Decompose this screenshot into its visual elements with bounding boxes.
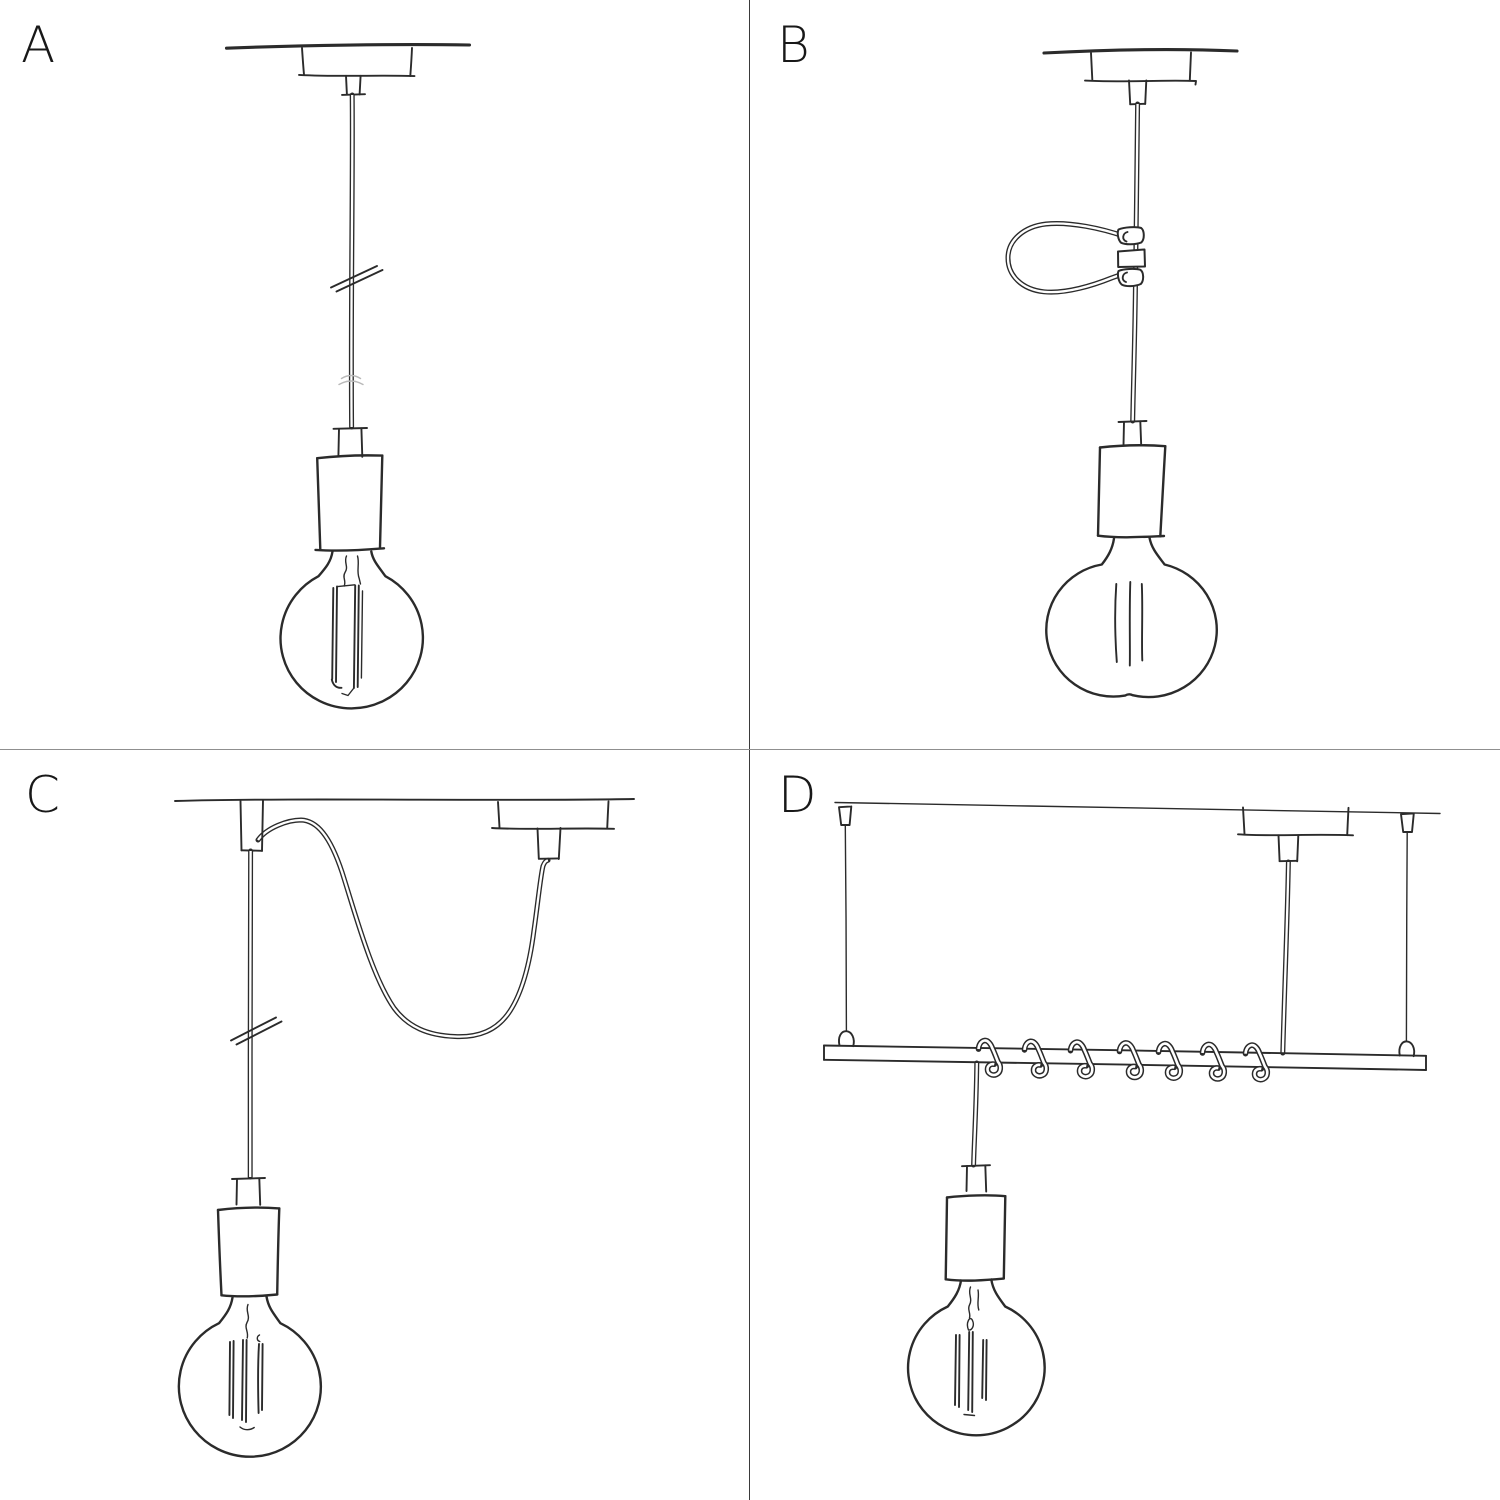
cable-length-cut-marks [330, 265, 384, 293]
suspension-wire-right [1398, 831, 1416, 1058]
cable-grip [536, 827, 562, 860]
canopy-cable [1283, 862, 1289, 1053]
panel-a-label: A [21, 16, 55, 74]
panel-c-label: C [25, 766, 60, 824]
ceiling-hook-right [1400, 812, 1415, 833]
lamp-holder [216, 1206, 281, 1298]
ceiling-rose [1237, 806, 1354, 837]
drop-cable [250, 851, 251, 1177]
sway-marks [338, 374, 364, 386]
shortener-bottom-curl [1121, 271, 1128, 283]
pendant-cable [351, 95, 352, 427]
cable-length-cut-marks [230, 1016, 283, 1046]
panel-d-label: D [778, 766, 817, 824]
ceiling-rose [1084, 51, 1197, 86]
strain-relief [332, 427, 368, 458]
light-bulb [177, 1295, 322, 1458]
ceiling-hook [239, 799, 264, 852]
strain-relief [1117, 420, 1148, 447]
panel-option-b: B [777, 16, 1239, 699]
panel-option-a: A [21, 16, 472, 710]
ceiling-rose [298, 47, 416, 78]
lamp-holder [944, 1194, 1007, 1282]
eyelet-left [838, 1030, 855, 1048]
suspension-wire-left [838, 824, 855, 1048]
shortener-bottom-hook [1116, 267, 1145, 288]
cable-grip [341, 74, 366, 96]
ceiling-rose [491, 800, 615, 830]
cable-wraps [979, 1040, 1268, 1079]
strain-relief [961, 1164, 991, 1193]
light-bulb [279, 550, 425, 710]
panel-option-c: C [25, 766, 635, 1458]
swag-cable [258, 820, 548, 1037]
shortener-body [1117, 248, 1146, 268]
panel-b-label: B [777, 16, 810, 74]
ceiling-line [174, 798, 635, 802]
shortener-top-curl [1122, 231, 1129, 243]
cable-grip [1128, 79, 1148, 106]
strain-relief [231, 1177, 266, 1206]
eyelet-right [1398, 1040, 1416, 1058]
bulb-filament [1114, 581, 1144, 667]
cable-shortener [1008, 223, 1146, 292]
lamp-holder [1096, 444, 1167, 539]
lamp-holder [314, 454, 386, 552]
wooden-baton [823, 1044, 1427, 1071]
panel-option-d: D [778, 766, 1441, 1437]
bulb-filament [330, 555, 364, 697]
shortener-top-hook [1116, 226, 1145, 246]
ceiling-line [834, 801, 1441, 815]
cable-grip [1277, 834, 1300, 863]
light-bulb [906, 1278, 1046, 1437]
drop-cable [974, 1063, 977, 1165]
light-bulb [1045, 536, 1218, 699]
ceiling-line [1042, 48, 1239, 55]
ceiling-hook-left [838, 805, 853, 826]
bulb-filament [954, 1286, 988, 1417]
ceiling-line [224, 43, 472, 50]
quadrant-divider-horizontal [0, 749, 1500, 751]
bulb-filament [228, 1303, 264, 1431]
